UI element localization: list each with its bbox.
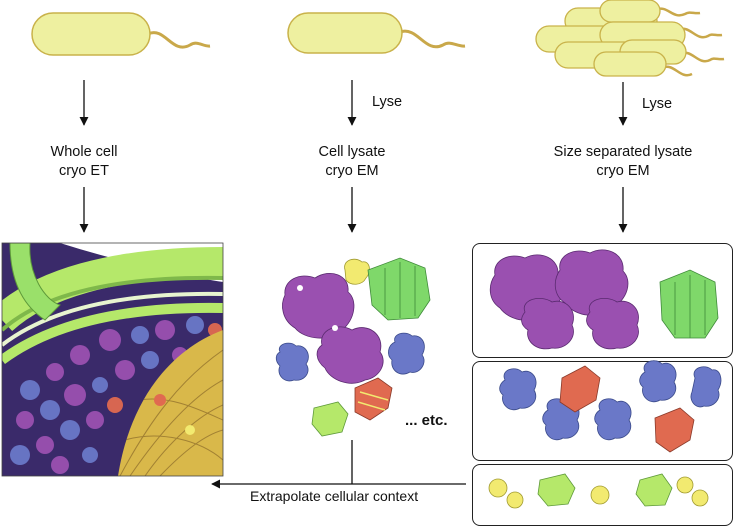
lyse-label-separated: Lyse <box>642 96 673 112</box>
title-line2: cryo EM <box>596 163 650 179</box>
panel-large-complexes <box>472 243 733 358</box>
etc-label: ... etc. <box>405 412 448 429</box>
lysate-proteins <box>275 257 431 437</box>
bacterium-whole-cell <box>31 12 211 56</box>
title-line2: cryo EM <box>325 163 379 179</box>
flagellum <box>399 29 466 49</box>
cell-body <box>287 12 403 54</box>
column-title-cell-lysate: Cell lysate cryo EM <box>292 143 412 181</box>
flagellum <box>147 31 211 49</box>
panel-small-complexes <box>472 464 733 526</box>
title-line1: Size separated lysate <box>553 144 693 160</box>
title-line2: cryo ET <box>59 163 109 179</box>
title-line1: Whole cell <box>50 144 118 160</box>
extrapolate-label: Extrapolate cellular context <box>250 488 419 504</box>
column-title-size-separated: Size separated lysate cryo EM <box>533 143 713 181</box>
bacteria-cluster <box>535 0 725 77</box>
bacterium-lysate <box>287 12 466 54</box>
lyse-label-lysate: Lyse <box>372 94 403 110</box>
title-line1: Cell lysate <box>318 144 386 160</box>
panel-medium-complexes <box>472 361 733 461</box>
whole-cell-illustration <box>2 243 223 476</box>
cell-body <box>31 12 151 56</box>
whole-cell-frame <box>1 242 224 477</box>
arrows <box>79 80 628 489</box>
column-title-whole-cell: Whole cell cryo ET <box>34 143 134 181</box>
